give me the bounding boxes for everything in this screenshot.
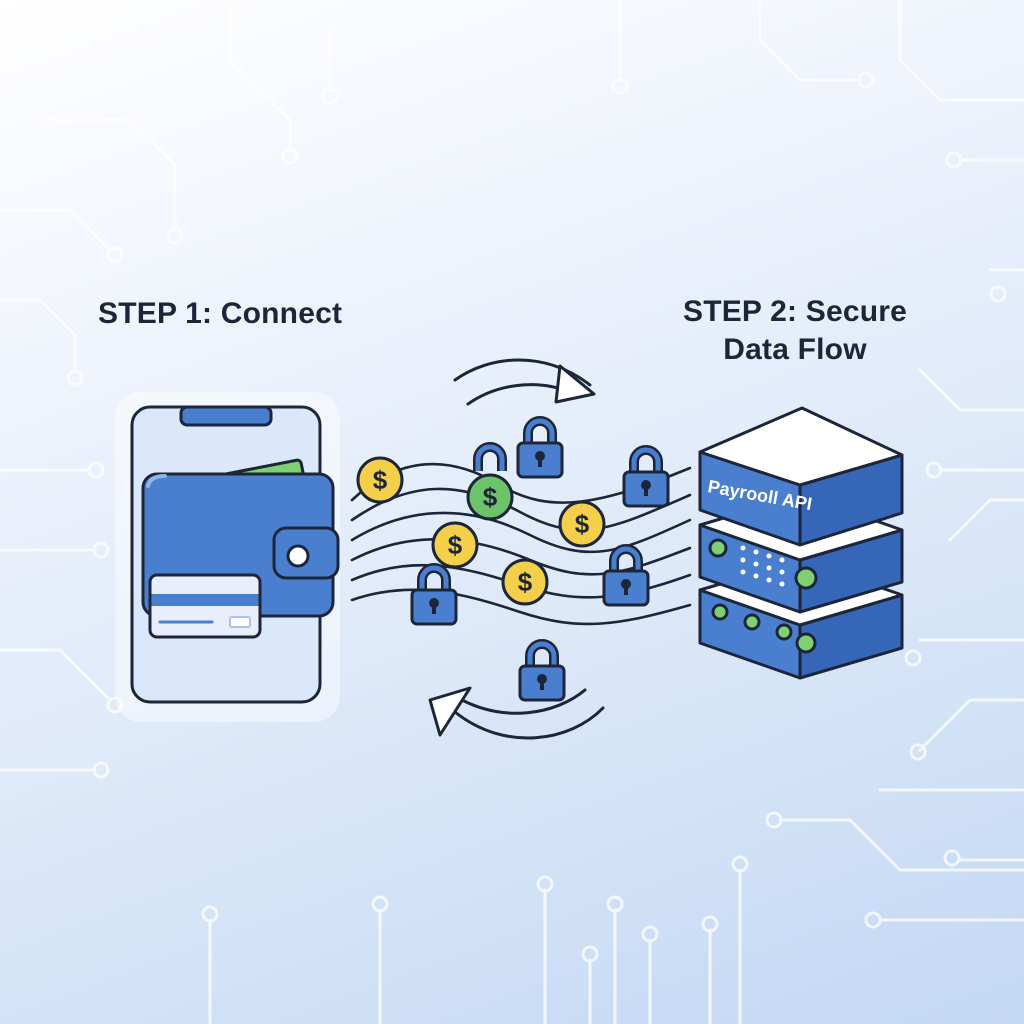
svg-text:$: $	[448, 530, 463, 560]
card-stripe	[151, 594, 259, 606]
padlock-icon	[473, 442, 507, 471]
svg-text:$: $	[483, 482, 498, 512]
card-chip	[229, 616, 251, 628]
curved-arrow-top	[453, 358, 596, 406]
svg-text:$: $	[575, 509, 590, 539]
padlock-icon	[602, 544, 650, 607]
server-stack-icon	[698, 406, 904, 680]
step-2-label-line-2: Data Flow	[723, 333, 867, 366]
server-vent-dots	[740, 545, 785, 587]
server-unit-bottom	[698, 558, 904, 680]
step-1-label: STEP 1: Connect	[98, 297, 343, 330]
phone-notch	[179, 405, 273, 427]
dollar-coin-icon: $	[558, 500, 606, 548]
server-unit-top	[698, 406, 904, 547]
dollar-coin-icon: $	[431, 521, 479, 569]
svg-text:$: $	[373, 465, 388, 495]
padlock-icon	[410, 563, 458, 626]
dollar-coin-icon: $	[356, 456, 404, 504]
step-2-label: STEP 2: Secure Data Flow	[660, 293, 930, 369]
dollar-coin-icon: $	[466, 473, 514, 521]
padlock-icon	[518, 639, 566, 702]
step-2-label-line-1: STEP 2: Secure	[682, 295, 908, 328]
padlock-icon	[622, 445, 670, 508]
wallet-highlight	[146, 474, 167, 488]
phone-wallet-group	[115, 392, 340, 722]
curved-arrow-bottom	[428, 686, 605, 740]
svg-text:$: $	[518, 567, 533, 597]
padlock-icon	[516, 416, 564, 479]
dollar-coin-icon: $	[501, 558, 549, 606]
wallet-clasp-button	[286, 544, 310, 568]
